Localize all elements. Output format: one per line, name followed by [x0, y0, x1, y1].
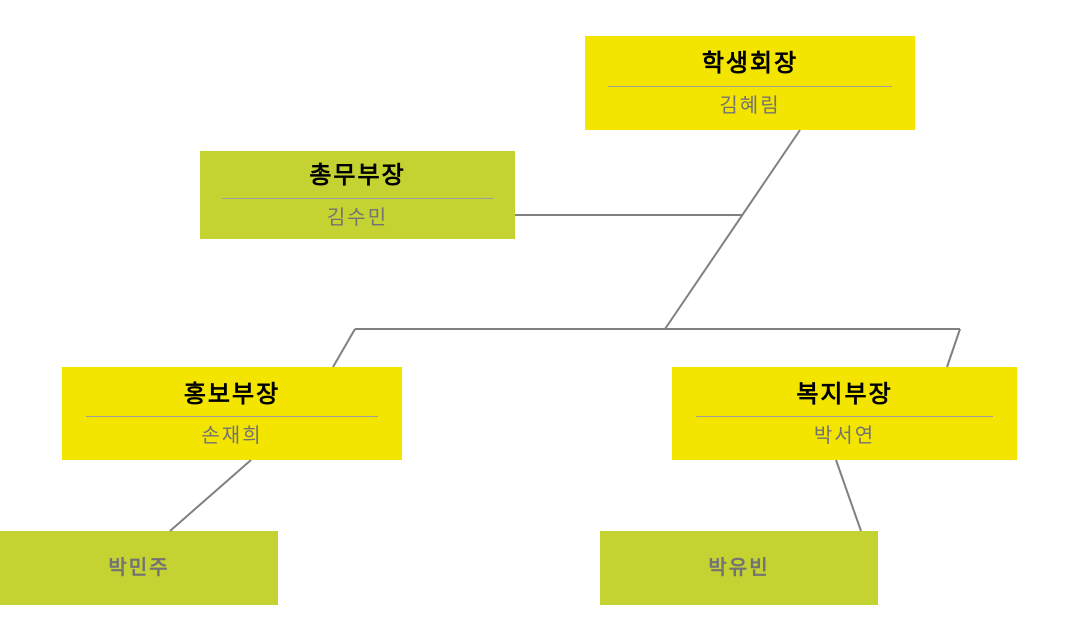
- node-pr: 홍보부장 손재희: [62, 367, 402, 460]
- node-title: 홍보부장: [183, 380, 281, 408]
- title-divider: [222, 197, 493, 199]
- node-name: 손재희: [201, 425, 263, 448]
- connector-bus-to-welfare: [946, 328, 961, 368]
- node-member-welfare: 박유빈: [600, 531, 878, 605]
- connector-bus-to-pr: [332, 328, 356, 368]
- node-name: 박민주: [108, 557, 170, 579]
- connector-welfare-to-member: [835, 459, 862, 532]
- node-title: 총무부장: [309, 162, 406, 190]
- node-title: 학생회장: [701, 50, 799, 78]
- node-president: 학생회장 김혜림: [585, 36, 915, 130]
- node-name: 박서연: [813, 425, 876, 448]
- connector-pr-to-member: [169, 459, 252, 532]
- node-welfare: 복지부장 박서연: [672, 367, 1017, 460]
- node-title: 복지부장: [796, 380, 893, 408]
- node-general-affairs: 총무부장 김수민: [200, 151, 515, 239]
- node-name: 김혜림: [719, 94, 781, 117]
- node-name: 김수민: [326, 206, 389, 229]
- node-name: 박유빈: [708, 557, 770, 579]
- node-member-pr: 박민주: [0, 531, 278, 605]
- title-divider: [608, 85, 892, 87]
- connector-president-to-junction: [664, 129, 801, 330]
- title-divider: [85, 416, 379, 418]
- title-divider: [696, 416, 993, 418]
